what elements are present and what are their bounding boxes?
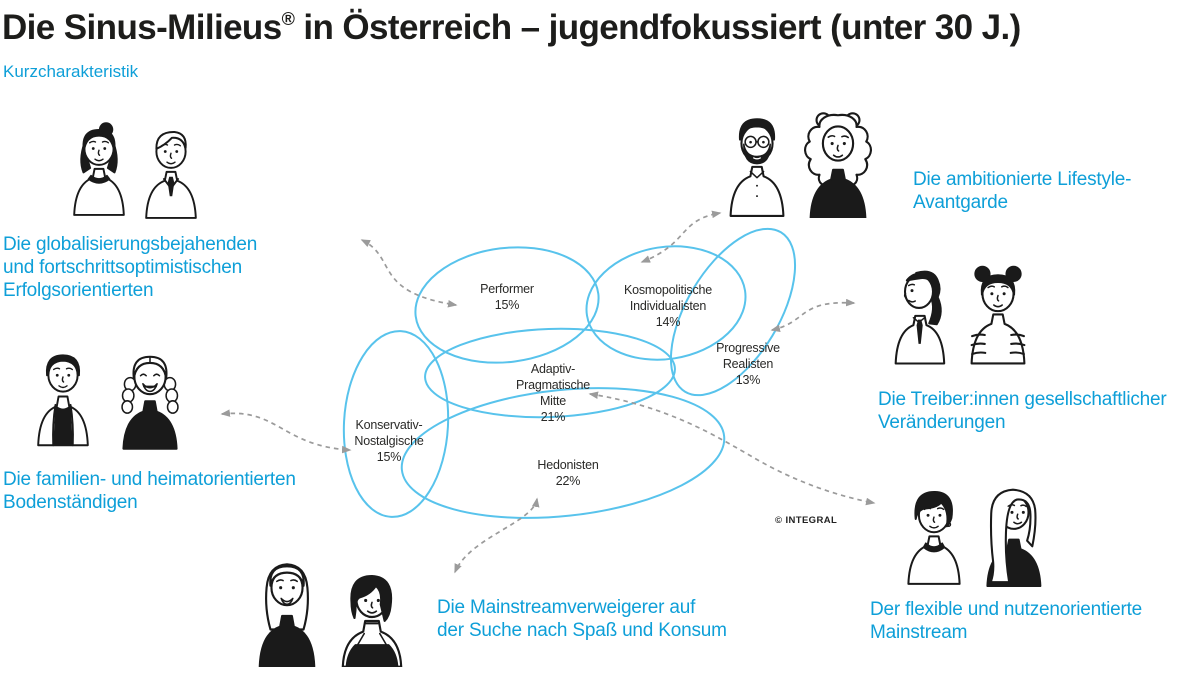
page-title: Die Sinus-Milieus® in Österreich – jugen…: [2, 8, 1021, 48]
milieu-percent: 15%: [494, 298, 520, 312]
group-label-treiberinnen: Die Treiber:innen gesellschaftlicher Ver…: [878, 388, 1167, 434]
copyright-integral: © INTEGRAL: [775, 515, 838, 526]
milieu-name: Individualisten: [629, 299, 707, 313]
illustration-erfolgsorientierte: [68, 116, 202, 220]
person-icon: [804, 112, 872, 218]
blob-performer: [414, 246, 600, 364]
illustration-treiberinnen: [891, 262, 1031, 365]
group-line: Die Treiber:innen gesellschaftlicher: [878, 389, 1167, 410]
group-line: der Suche nach Spaß und Konsum: [437, 620, 727, 641]
milieu-label-kosmopolitische-individualisten: Kosmopolitische Individualisten 14%: [593, 282, 743, 330]
group-label-flexibler-mainstream: Der flexible und nutzenorientierte Mains…: [870, 598, 1142, 644]
person-icon: [970, 265, 1026, 365]
group-line: Mainstream: [870, 622, 968, 643]
milieu-label-hedonisten: Hedonisten 22%: [493, 457, 643, 489]
milieu-label-adaptiv-pragmatische-mitte: Adaptiv- Pragmatische Mitte 21%: [478, 361, 628, 425]
milieu-percent: 13%: [735, 373, 761, 387]
milieu-name: Kosmopolitische: [623, 283, 713, 297]
group-line: Der flexible und nutzenorientierte: [870, 599, 1143, 620]
group-label-erfolgsorientierte: Die globalisierungsbejahenden und fortsc…: [3, 233, 257, 302]
arrow-mitte-mainstream: [588, 391, 876, 506]
group-line: Avantgarde: [913, 192, 1008, 213]
milieu-percent: 15%: [376, 450, 402, 464]
title-text-2: in Österreich – jugendfokussiert (unter …: [294, 8, 1021, 47]
title-text: Die Sinus-Milieus: [2, 8, 282, 47]
milieu-name: Performer: [480, 282, 534, 296]
milieu-label-progressive-realisten: Progressive Realisten 13%: [673, 340, 823, 388]
person-icon: [73, 122, 125, 216]
illustration-mainstreamverweigerer: [252, 557, 409, 667]
milieu-name: Konservativ-: [355, 418, 423, 432]
group-label-lifestyle-avantgarde: Die ambitionierte Lifestyle- Avantgarde: [913, 168, 1131, 214]
milieu-name: Pragmatische: [515, 378, 591, 392]
milieu-name: Hedonisten: [537, 458, 599, 472]
group-line: Bodenständigen: [3, 492, 138, 513]
milieu-name: Realisten: [722, 357, 774, 371]
group-line: Die familien- und heimatorientierten: [3, 469, 296, 490]
person-icon: [986, 488, 1042, 587]
group-line: Die globalisierungsbejahenden: [3, 234, 258, 255]
illustration-lifestyle-avantgarde: [724, 108, 877, 218]
blob-adaptiv-pragmatische-mitte: [424, 327, 676, 419]
person-icon: [37, 354, 89, 447]
milieu-label-performer: Performer 15%: [432, 281, 582, 313]
milieu-name: Adaptiv-: [530, 362, 576, 376]
milieu-percent: 14%: [655, 315, 681, 329]
milieu-name: Progressive: [716, 341, 780, 355]
milieu-name: Nostalgische: [354, 434, 424, 448]
person-icon: [907, 490, 961, 585]
group-line: und fortschrittsoptimistischen: [3, 257, 242, 278]
arrow-progressive-realisten: [770, 298, 856, 332]
group-line: Die ambitionierte Lifestyle-: [913, 169, 1132, 190]
illustration-flexibler-mainstream: [902, 481, 1046, 587]
group-label-bodenstaendige: Die familien- und heimatorientierten Bod…: [3, 468, 296, 514]
arrow-hedonisten: [454, 497, 540, 574]
group-line: Erfolgsorientierten: [3, 280, 154, 301]
milieu-percent: 21%: [540, 410, 566, 424]
page-subtitle: Kurzcharakteristik: [3, 62, 139, 81]
arrow-konservativ-nostalgische: [220, 409, 352, 454]
person-icon: [729, 118, 785, 217]
person-icon: [258, 563, 316, 667]
milieu-label-konservativ-nostalgische: Konservativ- Nostalgische 15%: [314, 417, 464, 465]
group-line: Veränderungen: [878, 412, 1006, 433]
registered-trademark-symbol: ®: [281, 9, 295, 29]
illustration-bodenstaendige: [32, 342, 186, 450]
group-line: Die Mainstreamverweigerer auf: [437, 597, 696, 618]
arrow-kosmopolitische: [640, 210, 722, 263]
person-icon: [121, 355, 179, 450]
group-label-mainstreamverweigerer: Die Mainstreamverweigerer auf der Suche …: [437, 596, 727, 642]
milieu-name: Mitte: [539, 394, 567, 408]
arrow-performer: [360, 239, 458, 308]
person-icon: [341, 575, 403, 667]
milieu-percent: 22%: [555, 474, 581, 488]
person-icon: [894, 270, 946, 365]
person-icon: [145, 131, 197, 219]
